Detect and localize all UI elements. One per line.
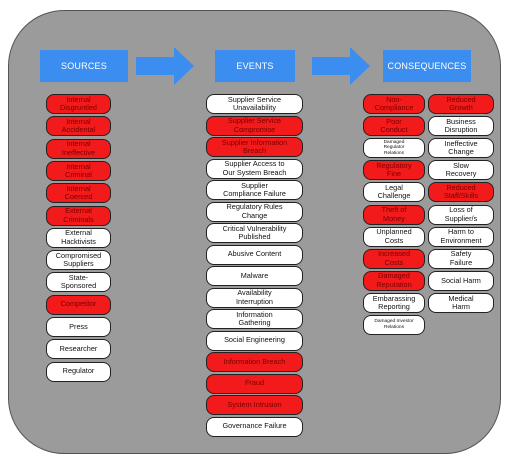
event-item: Supplier Information Breach — [206, 137, 303, 157]
arrow-right-icon — [136, 47, 194, 85]
source-item: Internal Coerced — [46, 183, 111, 204]
event-item: System Intrusion — [206, 395, 303, 415]
event-item: Information Gathering — [206, 309, 303, 329]
source-item: State- Sponsored — [46, 272, 111, 293]
event-item: Critical Vulnerability Published — [206, 223, 303, 243]
event-item: Information Breach — [206, 352, 303, 372]
event-item: Regulatory Rules Change — [206, 201, 303, 222]
consequence-item: Medical Harm — [428, 292, 494, 313]
arrow-right-icon — [312, 47, 370, 85]
source-item: External Hacktivists — [46, 227, 111, 248]
source-item: Press — [46, 317, 111, 337]
sources-header: SOURCES — [40, 50, 128, 82]
consequence-item: Poor Conduct — [363, 116, 425, 137]
event-item: Availability Interruption — [206, 287, 303, 308]
source-item: Compromised Suppliers — [46, 250, 111, 271]
consequence-item: Regulatory Fine — [363, 160, 425, 181]
consequence-item: Reduced Growth — [428, 94, 494, 114]
events-header: EVENTS — [215, 50, 295, 82]
source-item: Internal Accidental — [46, 116, 111, 137]
consequence-item: Theft of Money — [363, 204, 425, 225]
consequence-item: Damaged Reputation — [363, 270, 425, 291]
consequence-item: Embarassing Reporting — [363, 292, 425, 313]
consequence-item: Non- Compliance — [363, 94, 425, 114]
source-item: Internal Criminal — [46, 160, 111, 181]
event-item: Supplier Service Compromise — [206, 115, 303, 136]
event-item: Governance Failure — [206, 416, 303, 437]
consequence-item: Social Harm — [428, 270, 494, 291]
source-item: Researcher — [46, 339, 111, 360]
consequence-item: Increased Costs — [363, 248, 425, 269]
consequence-item: Unplanned Costs — [363, 226, 425, 247]
event-item: Abusive Content — [206, 244, 303, 265]
consequence-item: Ineffective Change — [428, 138, 494, 159]
consequence-item: Legal Challenge — [363, 182, 425, 203]
consequence-item: Business Disruption — [428, 116, 494, 137]
event-item: Fraud — [206, 373, 303, 394]
source-item: External Criminals — [46, 205, 111, 226]
consequence-item: Damaged Investor Relations — [363, 315, 425, 335]
source-item: Internal Ineffective — [46, 138, 111, 159]
consequence-item: Safety Failure — [428, 248, 494, 269]
event-item: Supplier Compliance Failure — [206, 180, 303, 200]
event-item: Social Engineering — [206, 330, 303, 351]
event-item: Supplier Access to Our System Breach — [206, 158, 303, 179]
source-item: Competitor — [46, 294, 111, 315]
consequence-item: Reduced Staff/Skills — [428, 182, 494, 203]
source-item: Regulator — [46, 361, 111, 382]
consequence-item: Damaged Regulator Relations — [363, 138, 425, 159]
source-item: Internal Disgruntled — [46, 94, 111, 114]
consequence-item: Harm to Environment — [428, 226, 494, 247]
event-item: Supplier Service Unavailability — [206, 94, 303, 114]
consequence-item: Loss of Supplier/s — [428, 204, 494, 225]
consequences-header: CONSEQUENCES — [383, 50, 471, 82]
event-item: Malware — [206, 266, 303, 286]
consequence-item: Slow Recovery — [428, 160, 494, 181]
